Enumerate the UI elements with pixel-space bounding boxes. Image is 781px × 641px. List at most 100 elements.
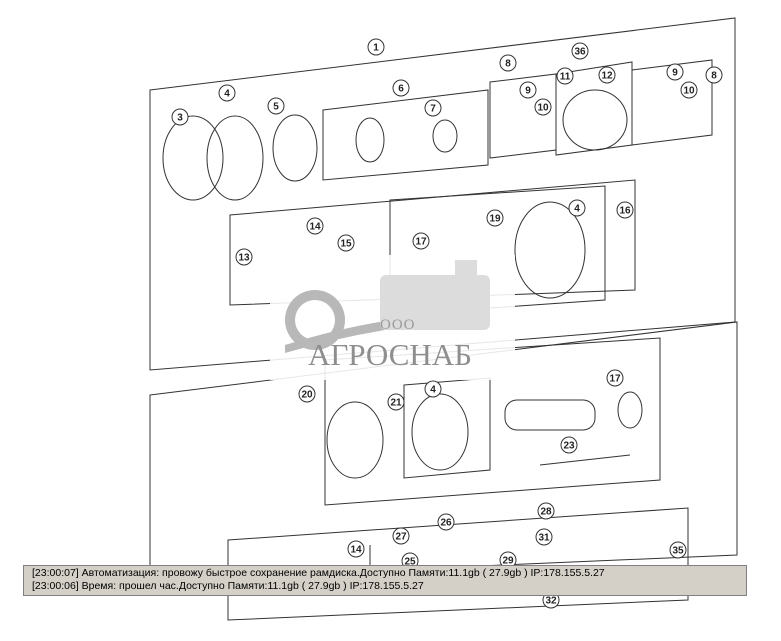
callout-label: 19 [489,214,501,225]
callout-circle [666,63,684,81]
callout-4: 4 [424,380,442,398]
callout-label: 3 [177,113,183,124]
callout-12: 12 [598,66,616,84]
callout-circle [424,99,442,117]
callout-circle [534,98,552,116]
callout-4: 4 [218,84,236,102]
callout-circle [556,67,574,85]
callout-label: 21 [390,398,402,409]
part-outline [432,119,458,153]
callout-circle [486,209,504,227]
callout-label: 36 [574,47,586,58]
callout-9: 9 [666,63,684,81]
callout-31: 31 [535,528,553,546]
callout-circle [387,393,405,411]
callout-circle [705,66,723,84]
callout-circle [598,66,616,84]
callout-circle [535,528,553,546]
callout-circle [392,79,410,97]
callout-8: 8 [705,66,723,84]
callout-circle [218,84,236,102]
callout-circle [560,436,578,454]
callout-label: 8 [505,59,511,70]
callout-label: 9 [525,86,531,97]
callout-label: 9 [672,68,678,79]
callout-16: 16 [616,201,634,219]
callout-circle [437,513,455,531]
callout-26: 26 [437,513,455,531]
callout-label: 16 [619,206,631,217]
callout-label: 29 [502,556,514,567]
callout-label: 11 [560,72,571,83]
callout-28: 28 [537,502,555,520]
callout-label: 10 [683,86,695,97]
part-outline [514,201,586,299]
callout-label: 5 [273,102,279,113]
subpanel-cross-right [631,59,713,146]
callout-label: 10 [537,103,549,114]
callout-13: 13 [235,248,253,266]
callout-7: 7 [424,99,442,117]
callout-label: 20 [301,390,313,401]
callout-circle [499,54,517,72]
part-outline [206,115,264,201]
callout-23: 23 [560,436,578,454]
callout-circle [392,527,410,545]
callout-circle [298,385,316,403]
callout-circle [537,502,555,520]
part-outline [504,399,596,431]
callout-8: 8 [499,54,517,72]
callout-15: 15 [337,234,355,252]
callout-3: 3 [171,108,189,126]
callout-label: 32 [545,596,557,607]
callout-10: 10 [534,98,552,116]
callout-label: 27 [395,532,407,543]
callout-label: 8 [711,71,717,82]
callout-circle [568,199,586,217]
callout-circle [171,108,189,126]
callout-label: 4 [574,204,580,215]
callout-label: 17 [415,237,427,248]
callout-label: 23 [563,441,575,452]
callout-21: 21 [387,393,405,411]
callout-circle [347,540,365,558]
callout-label: 31 [538,533,550,544]
part-outline [411,393,469,471]
part-outline [355,117,385,163]
callout-label: 25 [404,557,416,568]
callout-label: 14 [309,222,321,233]
subpanel-joint [322,89,489,181]
callout-20: 20 [298,385,316,403]
callout-17: 17 [606,369,624,387]
part-outline [617,391,643,429]
callout-circle [235,248,253,266]
callout-label: 6 [398,84,404,95]
callout-label: 12 [601,71,613,82]
callout-label: 4 [430,385,436,396]
callout-circle [616,201,634,219]
callout-4: 4 [568,199,586,217]
callout-label: 35 [672,546,684,557]
callout-label: 28 [540,507,552,518]
callout-36: 36 [571,42,589,60]
callout-6: 6 [392,79,410,97]
agrosnab-watermark-logo: ООО АГРОСНАБ [270,255,515,380]
callout-1: 1 [367,38,385,56]
part-outline [162,115,224,201]
callout-circle [412,232,430,250]
callout-label: 4 [224,89,230,100]
callout-17: 17 [412,232,430,250]
log-line: [23:00:06] Время: прошел час.Доступно Па… [32,580,424,592]
callout-circle [680,81,698,99]
watermark-prefix: ООО [380,317,416,333]
subpanel-clutch [229,179,636,306]
callout-circle [267,97,285,115]
callout-label: 14 [350,545,362,556]
callout-14: 14 [347,540,365,558]
callout-27: 27 [392,527,410,545]
callout-10: 10 [680,81,698,99]
callout-circle [606,369,624,387]
watermark-name: АГРОСНАБ [308,337,472,372]
callout-label: 1 [373,43,379,54]
